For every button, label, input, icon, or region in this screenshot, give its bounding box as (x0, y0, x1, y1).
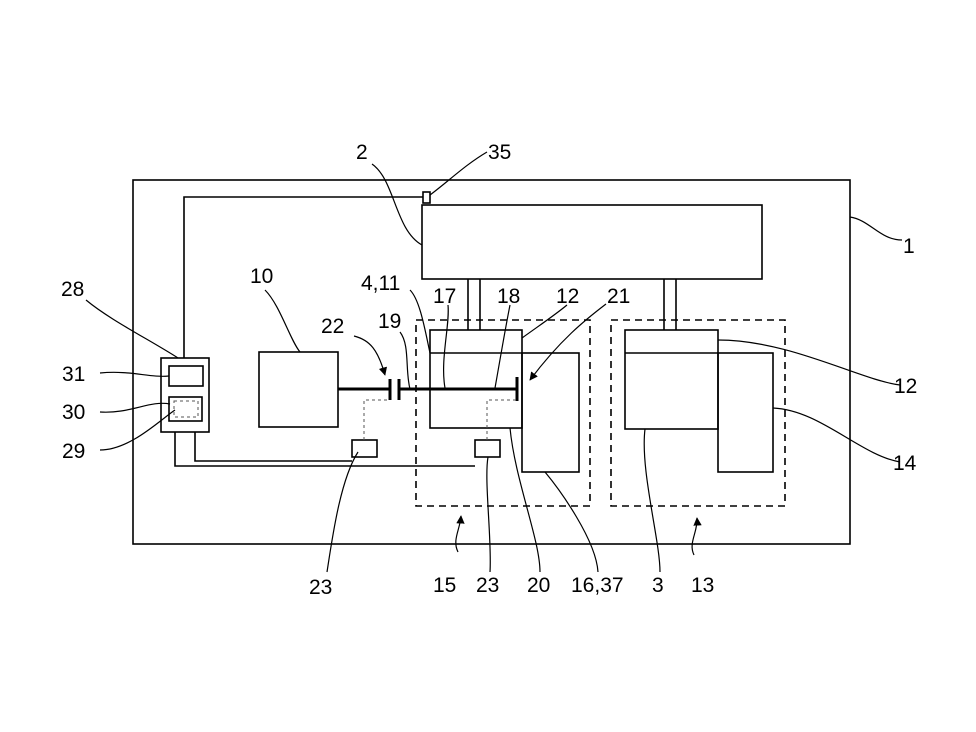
leader-10 (264, 289, 301, 353)
label-22: 22 (321, 315, 344, 338)
component-10 (258, 351, 339, 428)
actuator-23-right (474, 439, 501, 458)
signal-line-bottom-inner (194, 432, 352, 462)
label-3: 3 (652, 574, 664, 597)
label-2: 2 (356, 141, 368, 164)
leader-3 (643, 428, 661, 573)
system-frame (132, 179, 851, 545)
label-18: 18 (497, 285, 520, 308)
label-35: 35 (488, 141, 511, 164)
arrow-13 (691, 517, 702, 556)
label-13: 13 (691, 574, 714, 597)
leader-14 (772, 407, 901, 463)
leader-20 (509, 427, 541, 573)
label-23-left: 23 (309, 576, 332, 599)
group-13-boundary (610, 319, 786, 507)
leader-30 (99, 402, 171, 413)
actuator-23-left (351, 439, 378, 458)
component-14 (717, 352, 774, 473)
main-unit-box (421, 204, 763, 280)
actuator-link-right (486, 399, 517, 440)
label-30: 30 (62, 401, 85, 424)
label-1: 1 (903, 235, 915, 258)
group-15-boundary (415, 319, 591, 507)
arrow-22 (353, 335, 388, 376)
label-16-37: 16,37 (571, 574, 624, 597)
component-17-box (429, 329, 523, 429)
label-21: 21 (607, 285, 630, 308)
leader-16-37 (544, 471, 599, 573)
leader-31 (99, 371, 170, 377)
leader-4-11 (409, 289, 431, 354)
label-17: 17 (433, 285, 456, 308)
leader-12a (521, 304, 568, 339)
arrow-21 (529, 303, 607, 381)
unit-31 (168, 365, 204, 387)
label-14: 14 (893, 452, 917, 475)
component-3-box (624, 329, 719, 430)
label-12-right: 12 (894, 375, 917, 398)
leader-17 (442, 304, 449, 389)
leader-12b (717, 339, 901, 386)
leader-18 (494, 304, 511, 389)
label-28: 28 (61, 278, 84, 301)
arrow-15 (455, 515, 465, 553)
leader-29 (99, 409, 176, 451)
component-16-37 (521, 352, 580, 473)
label-4-11: 4,11 (361, 272, 400, 295)
signal-line-bottom-outer (174, 432, 475, 467)
leader-23b (486, 456, 491, 573)
signal-line-top (183, 196, 423, 358)
label-31: 31 (62, 363, 85, 386)
leader-28 (85, 299, 179, 359)
leader-23a (326, 451, 359, 573)
label-15: 15 (433, 574, 456, 597)
label-23-right: 23 (476, 574, 499, 597)
label-19: 19 (378, 310, 401, 333)
actuator-link-left (363, 399, 390, 440)
sensor-35 (422, 191, 431, 204)
label-10: 10 (250, 265, 273, 288)
leader-19 (399, 331, 411, 390)
label-29: 29 (62, 440, 85, 463)
label-20: 20 (527, 574, 550, 597)
leader-1 (849, 216, 903, 241)
unit-29 (173, 400, 199, 418)
label-12-left: 12 (556, 285, 579, 308)
leader-2 (371, 163, 423, 246)
leader-35 (429, 151, 488, 196)
